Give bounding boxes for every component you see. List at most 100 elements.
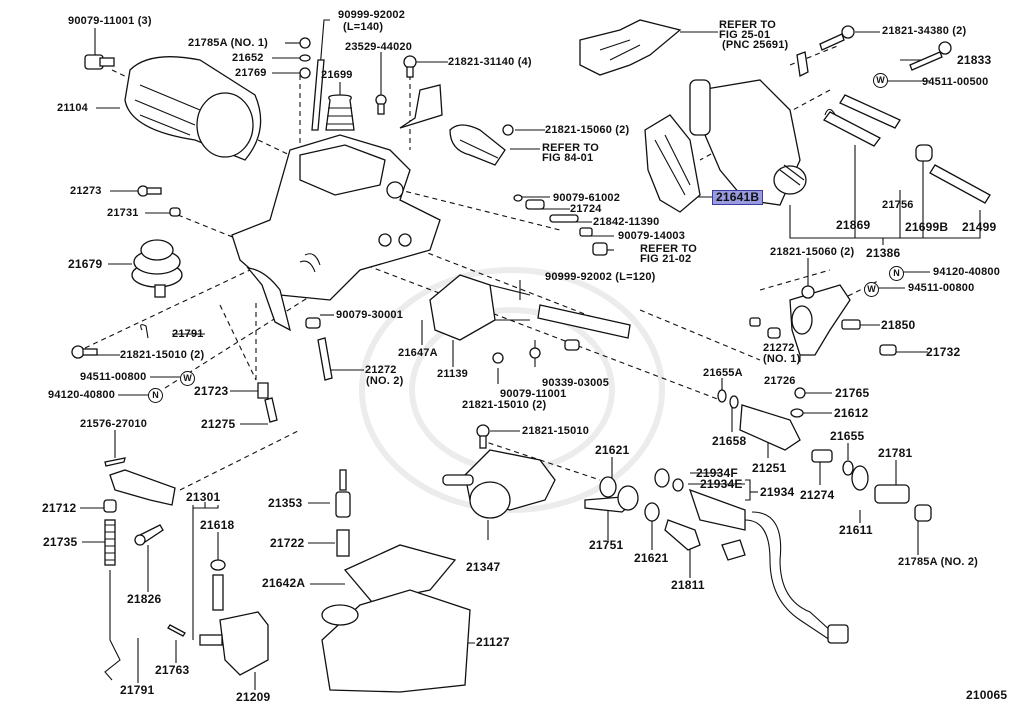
part-label[interactable]: 21618	[200, 518, 235, 532]
note-label[interactable]: FIG 21-02	[640, 253, 692, 265]
part-wire-harness	[721, 511, 849, 644]
part-21679-diaphragm	[131, 239, 183, 298]
part-label[interactable]: 21724	[570, 203, 602, 215]
part-label[interactable]: 21652	[232, 52, 264, 64]
part-label[interactable]: 21611	[839, 523, 873, 537]
part-label[interactable]: 21621	[595, 443, 630, 457]
part-label[interactable]: 21273	[70, 185, 102, 197]
part-21274	[811, 449, 833, 463]
part-label[interactable]: 21811	[671, 578, 705, 592]
part-label[interactable]: 21347	[466, 560, 501, 574]
part-label[interactable]: 21712	[42, 501, 77, 515]
part-label[interactable]: 21272	[365, 364, 397, 376]
part-label[interactable]: 94120-40800	[933, 266, 1001, 278]
part-clip	[796, 51, 809, 77]
washer-symbol-icon: W	[180, 371, 195, 386]
part-label[interactable]: 21850	[881, 318, 916, 332]
part-label[interactable]: 21139	[437, 368, 468, 380]
part-label[interactable]: 21386	[866, 246, 901, 260]
part-label[interactable]: 21723	[194, 384, 229, 398]
part-label[interactable]: 21655A	[703, 367, 743, 379]
part-throttle-linkage	[689, 79, 807, 206]
part-label[interactable]: 21576-27010	[80, 418, 148, 430]
part-label[interactable]: 21785A (NO. 2)	[898, 556, 979, 568]
part-label[interactable]: 21781	[878, 446, 913, 460]
part-label[interactable]: 21612	[834, 406, 869, 420]
part-label[interactable]: 21735	[43, 535, 78, 549]
part-label[interactable]: 21679	[68, 257, 103, 271]
part-21272-no1	[749, 317, 781, 339]
part-label[interactable]: 21642A	[262, 576, 306, 590]
part-label[interactable]: 21621	[634, 551, 669, 565]
part-label[interactable]: 21658	[712, 434, 747, 448]
nut-symbol-icon: N	[148, 388, 163, 403]
part-label[interactable]: 21209	[236, 690, 271, 704]
part-label[interactable]: 21699	[321, 69, 353, 81]
part-label[interactable]: 21732	[926, 345, 961, 359]
note-label[interactable]: FIG 84-01	[542, 152, 594, 164]
part-label[interactable]: 21769	[235, 67, 267, 79]
part-label[interactable]: 23529-44020	[345, 41, 413, 53]
part-label[interactable]: 94120-40800	[48, 389, 116, 401]
part-label[interactable]: 21127	[476, 635, 510, 649]
part-21781	[874, 484, 910, 504]
part-label[interactable]: 21821-15010 (2)	[462, 399, 547, 411]
part-label[interactable]: 21833	[957, 53, 992, 67]
part-label[interactable]: 21826	[127, 592, 162, 606]
part-label[interactable]: 21821-34380 (2)	[882, 25, 967, 37]
part-label[interactable]: 90079-14003	[618, 230, 686, 242]
part-small-valve-stack	[513, 194, 608, 256]
part-bolt-90079-11001	[84, 54, 115, 70]
part-label[interactable]: 21274	[800, 488, 835, 502]
highlighted-part-label[interactable]: 21641B	[712, 190, 764, 205]
part-label[interactable]: 21275	[201, 417, 236, 431]
part-21576-clip	[104, 457, 126, 467]
nut-symbol-icon: N	[889, 266, 904, 281]
part-fig-84-01	[449, 124, 506, 166]
part-label[interactable]: 90339-03005	[542, 377, 610, 389]
note-label[interactable]: FIG 25-01	[719, 29, 771, 41]
part-label[interactable]: 21821-15060 (2)	[545, 124, 630, 136]
part-label[interactable]: 21722	[270, 536, 305, 550]
part-label[interactable]: 21934E	[700, 477, 743, 491]
part-label[interactable]: 90999-92002	[338, 9, 406, 21]
part-label[interactable]: 21842-11390	[593, 216, 660, 228]
part-label: (L=140)	[343, 21, 384, 33]
part-label[interactable]: 21821-15060 (2)	[770, 246, 855, 258]
part-label[interactable]: 90079-30001	[336, 309, 404, 321]
part-label[interactable]: 21499	[962, 220, 997, 234]
part-label[interactable]: 21785A (NO. 1)	[188, 37, 269, 49]
part-label[interactable]: 94511-00500	[922, 76, 989, 88]
part-label[interactable]: 21647A	[398, 347, 438, 359]
part-label[interactable]: 21791	[120, 683, 155, 697]
part-label[interactable]: 21272	[763, 342, 795, 354]
part-label[interactable]: 21731	[107, 207, 139, 219]
part-label[interactable]: 94511-00800	[80, 371, 147, 383]
part-label[interactable]: 21869	[836, 218, 871, 232]
part-label[interactable]: 21756	[882, 199, 914, 211]
part-label[interactable]: 21821-31140 (4)	[448, 56, 532, 68]
part-label[interactable]: 94511-00800	[908, 282, 975, 294]
part-label[interactable]: 90999-92002 (L=120)	[545, 271, 656, 283]
part-label[interactable]: 21655	[830, 429, 865, 443]
part-label[interactable]: 90079-61002	[553, 192, 621, 204]
part-label[interactable]: 21751	[589, 538, 624, 552]
part-label[interactable]: 21353	[268, 496, 303, 510]
part-screw-21821-15060	[502, 124, 514, 136]
part-label[interactable]: 21104	[57, 102, 88, 114]
part-label[interactable]: 21934	[760, 485, 795, 499]
part-label[interactable]: 21699B	[905, 220, 949, 234]
part-label[interactable]: 21934F	[696, 466, 738, 480]
part-label[interactable]: 21301	[186, 490, 221, 504]
part-label[interactable]: 90079-11001	[500, 388, 567, 400]
part-label[interactable]: 21821-15010	[522, 425, 590, 437]
part-label[interactable]: 21763	[155, 663, 190, 677]
part-label[interactable]: 21251	[752, 461, 787, 475]
part-label[interactable]: 90079-11001 (3)	[68, 15, 152, 27]
part-label[interactable]: 21791	[172, 328, 204, 340]
part-21821-15010-screw	[476, 424, 490, 449]
part-label[interactable]: 21726	[764, 375, 796, 387]
part-fast-idle-cam	[789, 284, 851, 356]
part-label[interactable]: 21765	[835, 386, 870, 400]
part-label[interactable]: 21821-15010 (2)	[120, 349, 205, 361]
